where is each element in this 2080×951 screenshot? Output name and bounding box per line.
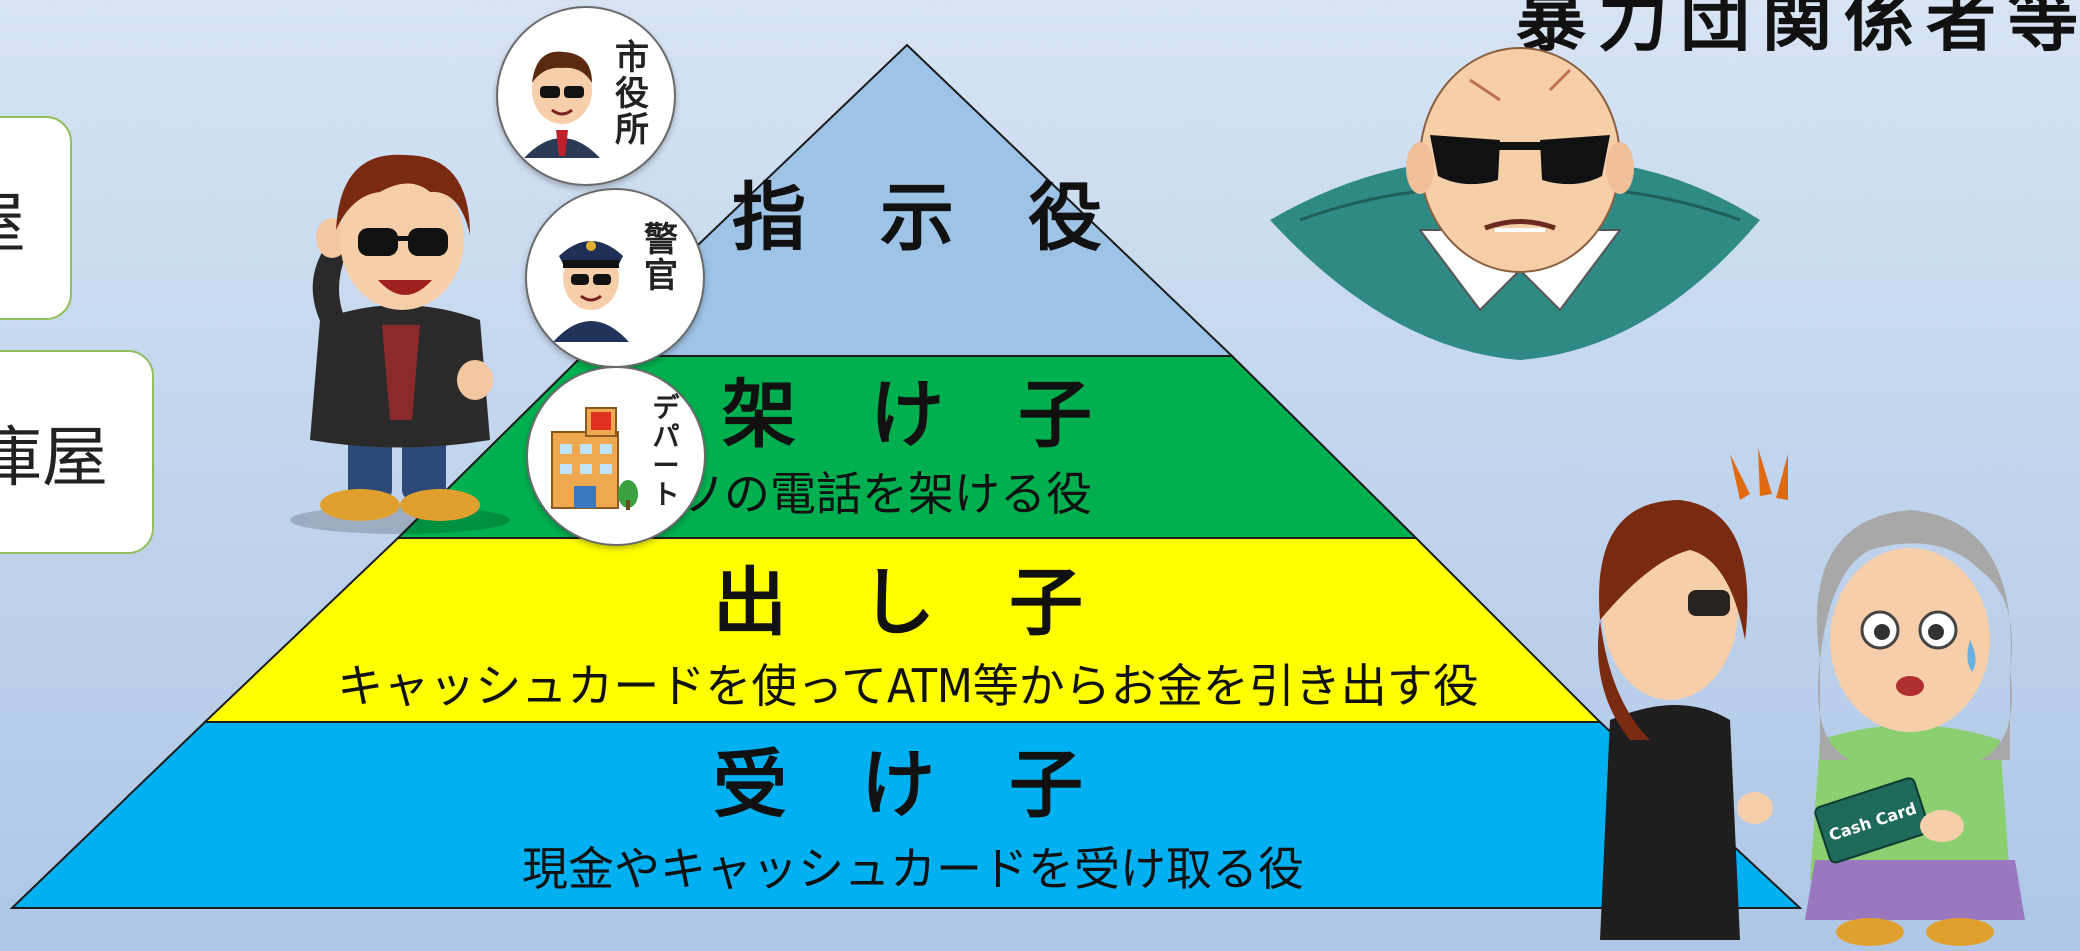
police-officer-icon bbox=[553, 241, 629, 342]
tier-desc-withdrawer: キャッシュカードを使ってATM等からお金を引き出す役 bbox=[337, 659, 1478, 713]
left-label-box-1: 屋 bbox=[0, 116, 72, 320]
pyramid-tier-receiver bbox=[9, 721, 1803, 909]
badge-label-department-store: デパート bbox=[652, 393, 680, 511]
cash-card bbox=[1814, 777, 1931, 864]
badge-police: 警官 bbox=[525, 188, 705, 368]
tier-title-instructor: 指 示 役 bbox=[732, 175, 1102, 261]
tier-title-caller: 架 け 子 bbox=[722, 372, 1092, 458]
badge-label-city-hall: 市役所 bbox=[615, 38, 649, 150]
tier-desc-caller: ウソの電話を架ける役 bbox=[632, 467, 1092, 521]
caller-illustration bbox=[290, 154, 510, 534]
tier-title-receiver: 受 け 子 bbox=[713, 742, 1083, 828]
boss-illustration bbox=[1270, 47, 1760, 360]
left-label-text-1: 屋 bbox=[0, 170, 70, 266]
badge-label-police: 警官 bbox=[644, 220, 678, 296]
badge-department-store: デパート bbox=[526, 366, 706, 546]
card-handover-illustration: Cash Card bbox=[1598, 448, 2025, 946]
tier-title-withdrawer: 出 し 子 bbox=[713, 560, 1083, 646]
building-icon bbox=[551, 407, 638, 510]
left-label-text-2: 庫屋 bbox=[0, 419, 108, 496]
top-right-heading: 暴力団関係者等 bbox=[1516, 0, 2080, 61]
badge-city-hall: 市役所 bbox=[496, 6, 676, 186]
official-icon bbox=[524, 51, 600, 158]
tier-desc-receiver: 現金やキャッシュカードを受け取る役 bbox=[522, 842, 1304, 896]
left-label-box-2: 庫屋 bbox=[0, 350, 154, 554]
